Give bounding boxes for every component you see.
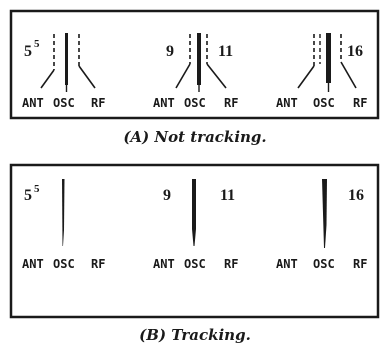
ant-label: ANT [276,257,298,271]
ant-plate-lead [297,65,315,89]
aligned-plates [62,179,65,246]
ant-plate-lead [40,69,55,89]
osc-plate [65,33,68,85]
ant-label: ANT [153,257,175,271]
osc-label: OSC [313,96,335,110]
osc-label: OSC [184,96,206,110]
dial-number-superscript: 5 [34,38,40,50]
aligned-plates [322,179,327,248]
rf-plate-lead [206,63,227,89]
aligned-plates-tip [192,229,196,246]
ant-plate-lead [175,63,191,89]
panel-a-dial-group-3: 16 ANT OSC RF [276,33,367,110]
dial-number-right: 11 [220,187,235,204]
panel-b: 5 5 ANT OSC RF 9 11 ANT OSC RF 16 ANT OS… [9,163,380,319]
osc-plate [326,33,331,83]
panel-b-frame [9,163,380,319]
dial-number: 5 [24,43,32,60]
rf-label: RF [91,257,105,271]
panel-a-dial-group-1: 5 5 ANT OSC RF [22,33,105,110]
ant-label: ANT [153,96,175,110]
panel-b-caption: (B) Tracking. [139,326,251,344]
ant-label: ANT [22,257,44,271]
dial-number-right: 16 [348,187,364,204]
rf-plate-lead [78,65,96,89]
rf-label: RF [353,257,367,271]
panel-a: 5 5 ANT OSC RF 9 11 ANT OSC RF [9,9,380,120]
rf-label: RF [353,96,367,110]
dial-number-right: 16 [347,43,363,60]
dial-number: 5 [24,187,32,204]
rf-label: RF [224,96,238,110]
osc-label: OSC [53,96,75,110]
dial-number-left: 9 [163,187,171,204]
dial-number-superscript: 5 [34,183,40,195]
rf-label: RF [91,96,105,110]
panel-a-caption: (A) Not tracking. [123,128,266,146]
dial-number-right: 11 [218,43,233,60]
panel-a-frame [9,9,380,120]
aligned-plates [192,179,196,229]
panel-b-dial-group-1: 5 5 ANT OSC RF [22,179,105,271]
rf-label: RF [224,257,238,271]
panel-b-dial-group-3: 16 ANT OSC RF [276,179,367,271]
panel-b-dial-group-2: 9 11 ANT OSC RF [153,179,238,271]
osc-plate [197,33,201,85]
dial-number-left: 9 [166,43,174,60]
osc-label: OSC [53,257,75,271]
ant-label: ANT [276,96,298,110]
ant-label: ANT [22,96,44,110]
rf-plate-lead [340,61,357,89]
osc-label: OSC [313,257,335,271]
osc-label: OSC [184,257,206,271]
panel-a-dial-group-2: 9 11 ANT OSC RF [153,33,238,110]
